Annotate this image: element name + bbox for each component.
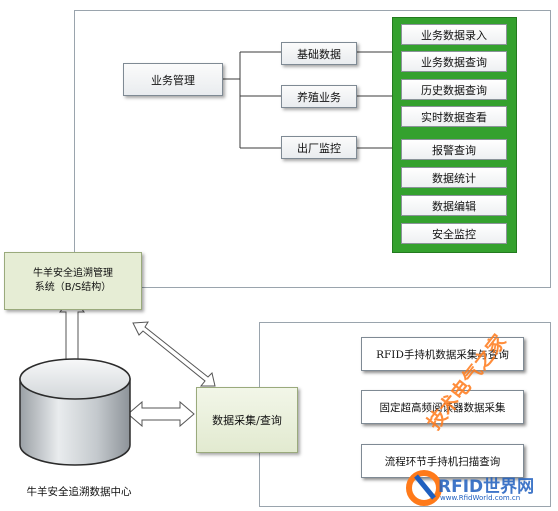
branch-breeding: 养殖业务: [281, 85, 357, 108]
system-box-line2: 系统（B/S结构）: [34, 282, 112, 293]
rfid-world-logo-icon: [406, 470, 442, 506]
function-alarm-query: 报警查询: [401, 139, 507, 160]
rfid-world-logo: RFID世界网 www.RfidWorld.com.cn: [404, 466, 552, 506]
collection-fixed-reader: 固定超高频阅读器数据采集: [361, 390, 524, 424]
management-system-box: 牛羊安全追溯管理 系统（B/S结构）: [4, 252, 142, 310]
function-history-query: 历史数据查询: [401, 79, 507, 100]
function-safety-monitor: 安全监控: [401, 223, 507, 244]
branch-basic-data: 基础数据: [281, 42, 357, 65]
function-statistics: 数据统计: [401, 167, 507, 188]
function-realtime-view: 实时数据查看: [401, 106, 507, 127]
branch-factory-monitor: 出厂监控: [281, 136, 357, 159]
function-data-entry: 业务数据录入: [401, 24, 507, 45]
database-label: 牛羊安全追溯数据中心: [26, 486, 132, 498]
function-data-query: 业务数据查询: [401, 51, 507, 72]
rfid-world-text: RFID世界网: [438, 477, 535, 497]
collection-rfid-handheld: RFID手持机数据采集与查询: [361, 337, 524, 371]
rfid-world-url: www.RfidWorld.com.cn: [440, 494, 521, 502]
system-box-line1: 牛羊安全追溯管理: [33, 268, 113, 279]
function-data-edit: 数据编辑: [401, 195, 507, 216]
database-cylinder-icon: [19, 358, 131, 466]
collection-process-scan: 流程环节手持机扫描查询: [361, 444, 524, 478]
data-collection-box: 数据采集/查询: [196, 387, 298, 453]
business-management-box: 业务管理: [123, 63, 223, 96]
